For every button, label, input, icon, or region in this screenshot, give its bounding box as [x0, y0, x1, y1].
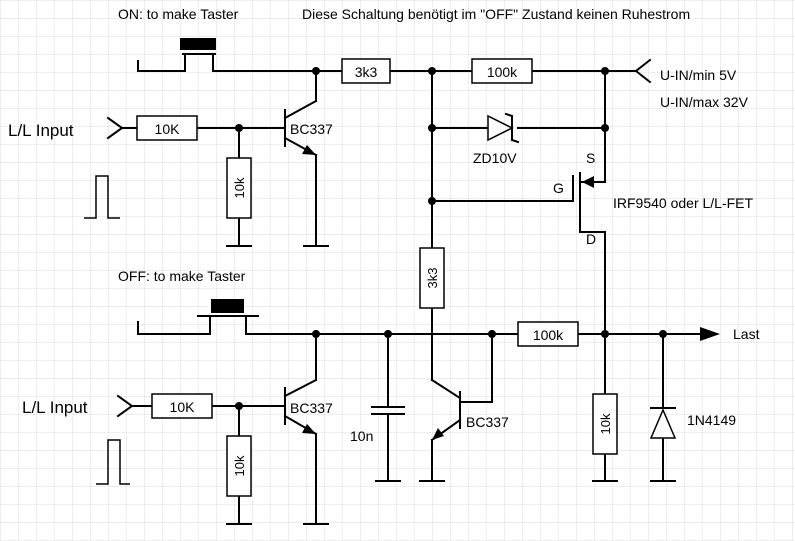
svg-text:3k3: 3k3	[355, 64, 378, 80]
junction-dots	[235, 67, 667, 410]
supply-input-arrow	[634, 58, 652, 84]
svg-text:10k: 10k	[232, 455, 247, 476]
capacitor-10n	[371, 406, 405, 415]
mosfet-drain-label: D	[586, 231, 596, 247]
bottom-rail-wires	[137, 307, 701, 482]
resistor-10k-pulldown-bottom: 10k	[226, 435, 252, 497]
input-bottom-wires	[116, 394, 329, 525]
diode-1n4149	[649, 407, 677, 439]
mosfet-gate-label: G	[553, 180, 564, 196]
supply-max-label: U-IN/max 32V	[660, 94, 749, 110]
resistor-3k3-top: 3k3	[341, 58, 391, 84]
load-label: Last	[733, 326, 760, 342]
svg-text:10K: 10K	[155, 121, 181, 137]
resistor-10k-input-bottom: 10K	[151, 393, 213, 419]
svg-text:100k: 100k	[487, 64, 518, 80]
transistor-bc337-bottom-left	[283, 378, 318, 436]
resistor-100k-mid: 100k	[517, 321, 579, 347]
zener-diode-zd10v	[487, 112, 520, 144]
switch-on-label: ON: to make Taster	[118, 6, 239, 22]
svg-text:10k: 10k	[232, 177, 247, 198]
mosfet-label: IRF9540 oder L/L-FET	[613, 195, 754, 211]
resistor-100k-top: 100k	[471, 58, 533, 84]
resistor-10k-pulldown-top: 10k	[226, 157, 252, 219]
svg-text:10K: 10K	[170, 399, 196, 415]
transistor-top-label: BC337	[290, 121, 333, 137]
top-rail-wires	[137, 53, 637, 335]
input-top-label: L/L Input	[8, 121, 74, 140]
supply-min-label: U-IN/min 5V	[660, 67, 737, 83]
pulse-symbol-bottom	[96, 439, 130, 485]
schematic-title: Diese Schaltung benötigt im "OFF" Zustan…	[302, 6, 690, 22]
zener-label: ZD10V	[473, 150, 517, 166]
diode-label: 1N4149	[687, 412, 736, 428]
resistor-10k-input-top: 10K	[136, 115, 198, 141]
switch-off-taster	[197, 299, 259, 317]
switch-on-taster	[180, 38, 216, 55]
resistor-3k3-vertical: 3k3	[419, 247, 445, 309]
load-output-arrow	[700, 327, 720, 341]
resistor-10k-output: 10k	[592, 393, 618, 455]
svg-text:3k3: 3k3	[425, 268, 440, 289]
input-top-wires	[106, 116, 329, 247]
svg-text:10k: 10k	[598, 413, 613, 434]
pulse-symbol-top	[84, 175, 120, 219]
mosfet-source-label: S	[586, 150, 595, 166]
mosfet-irf9540	[572, 172, 606, 233]
input-bottom-label: L/L Input	[22, 398, 88, 417]
transistor-bottom-right-label: BC337	[466, 414, 509, 430]
transistor-bc337-bottom-right	[430, 378, 462, 442]
switch-off-label: OFF: to make Taster	[118, 268, 246, 284]
capacitor-label: 10n	[350, 428, 373, 444]
svg-text:100k: 100k	[533, 327, 564, 343]
transistor-bc337-top	[283, 99, 318, 157]
transistor-bottom-left-label: BC337	[290, 400, 333, 416]
